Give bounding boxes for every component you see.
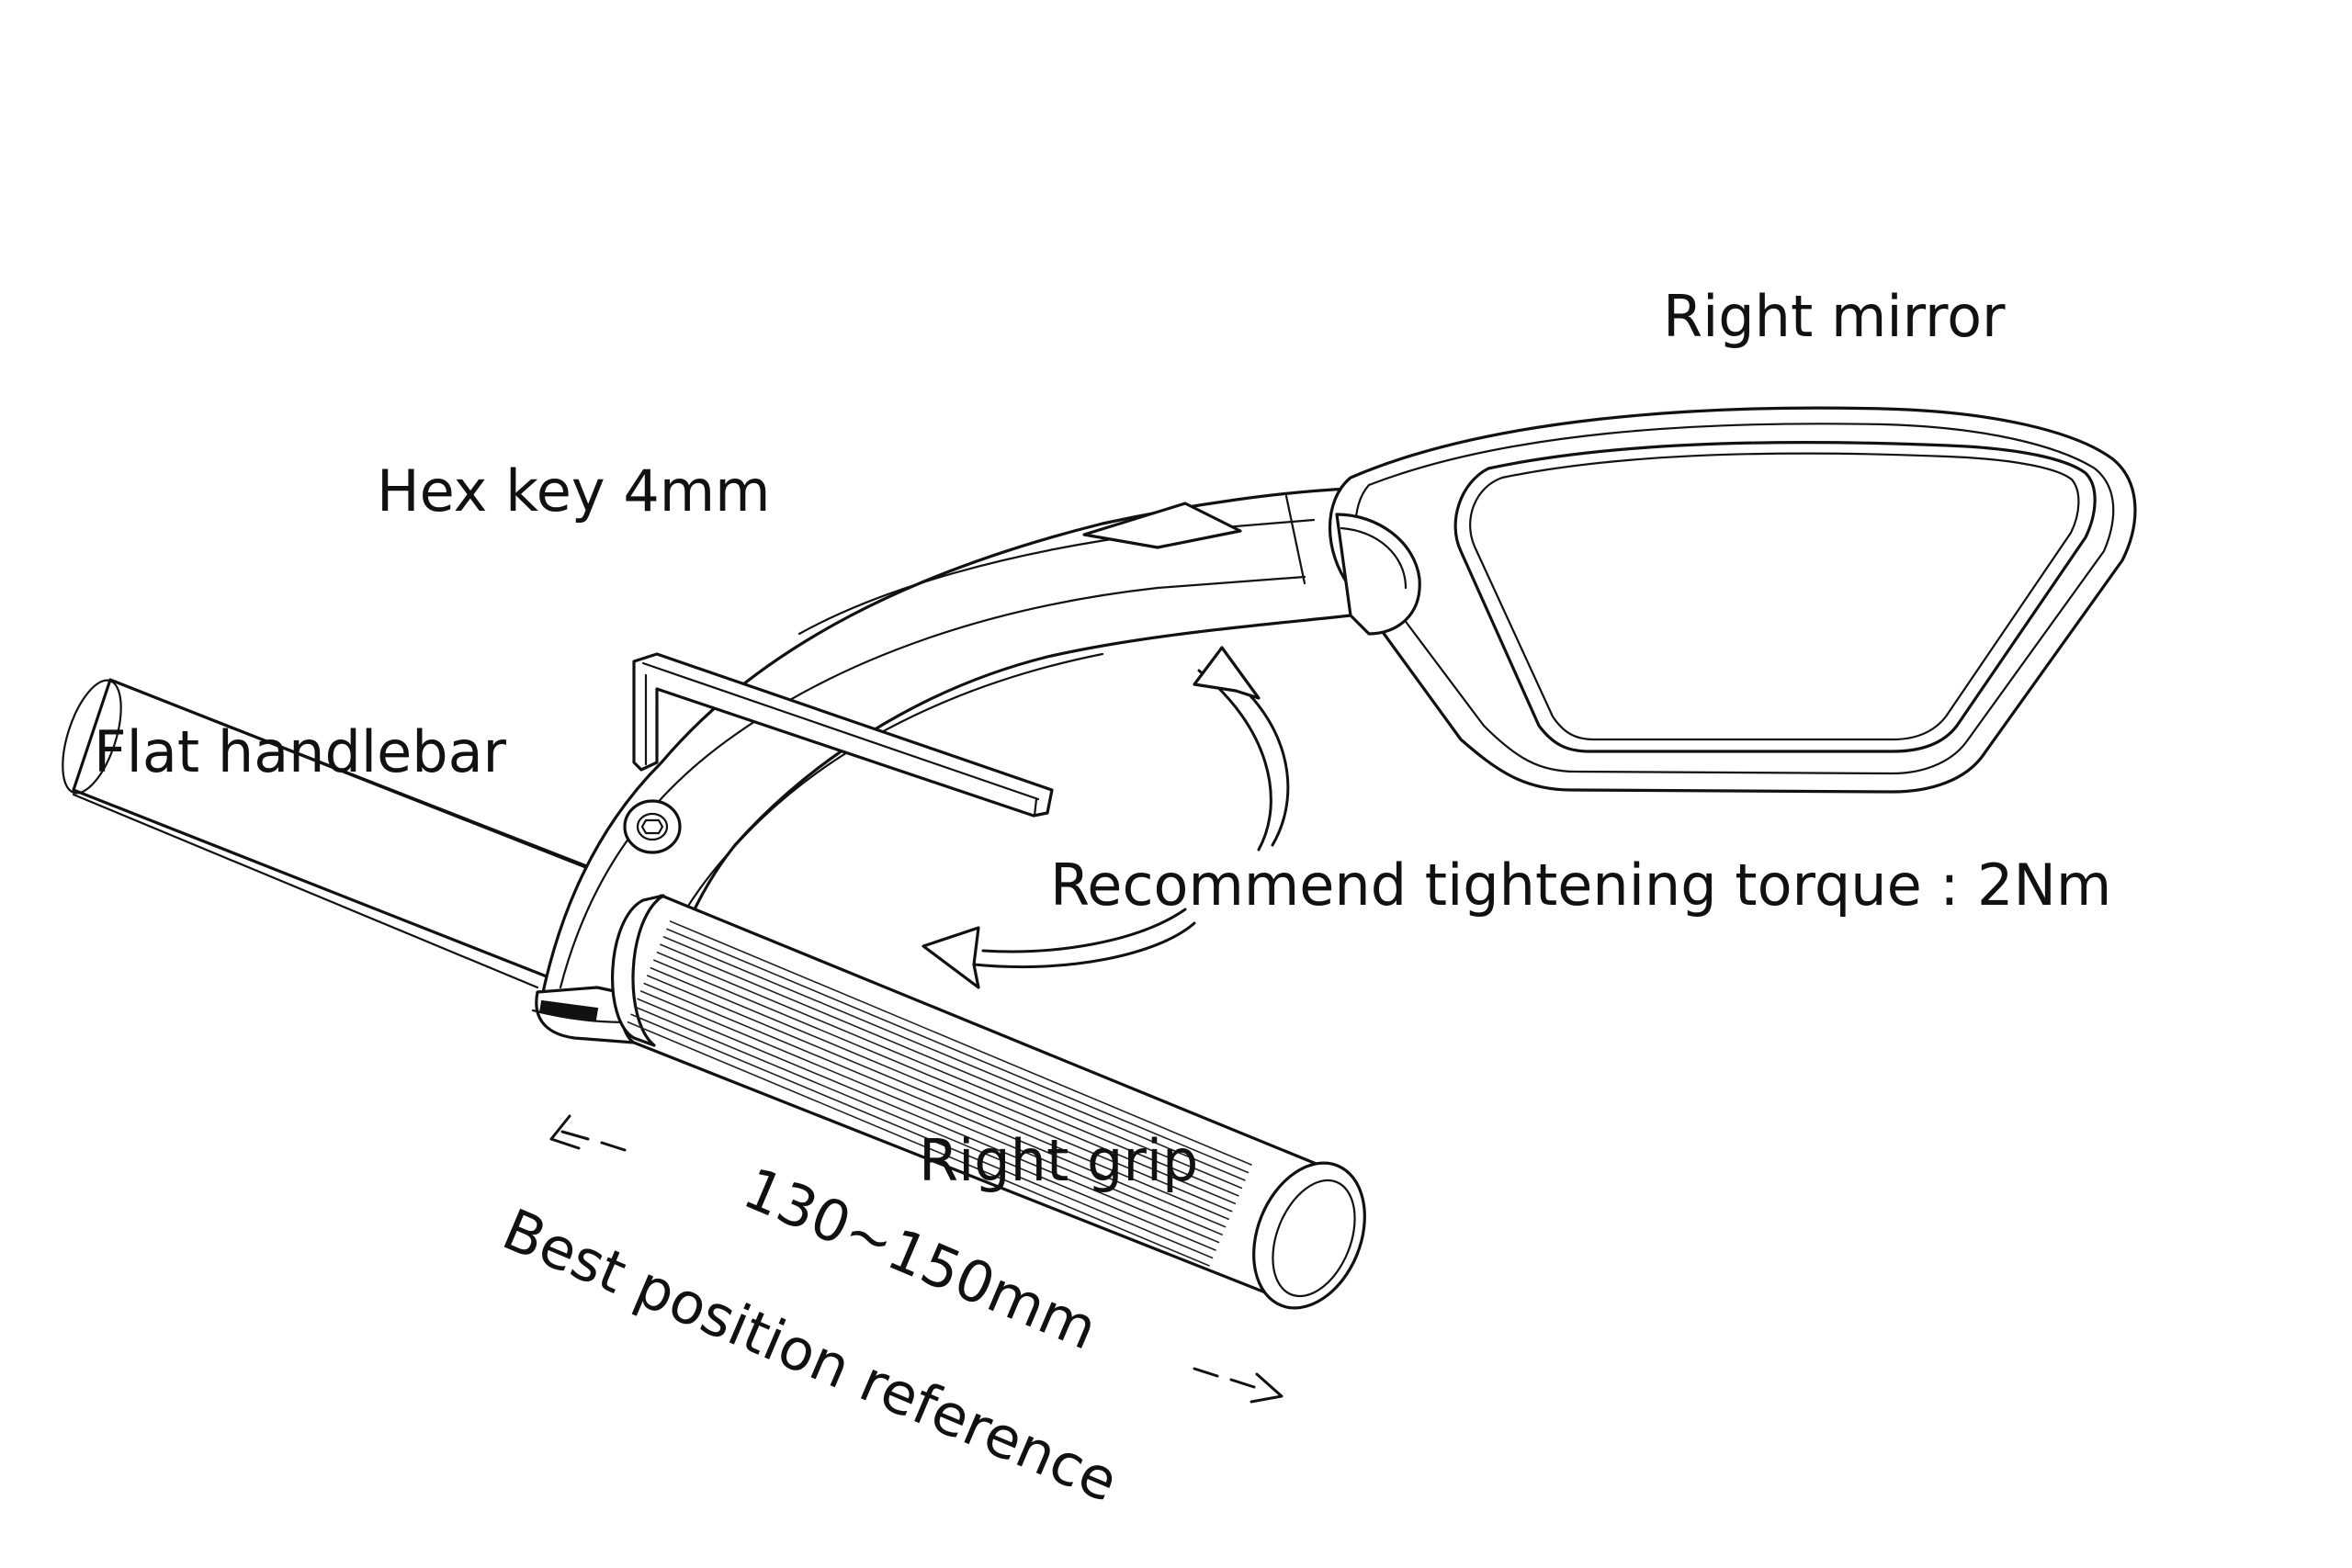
grip-ridge-line — [633, 1006, 1216, 1251]
right-mirror — [1329, 406, 2137, 794]
grip-ridge-line — [650, 966, 1233, 1213]
curved-rotation-arrow-icon — [922, 646, 1290, 989]
grip-ridge-line — [627, 1021, 1210, 1267]
grip-ridge-line — [656, 952, 1239, 1197]
grip-ridge-line — [653, 959, 1237, 1205]
hex-key-label: Hex key 4mm — [377, 457, 771, 525]
grip-ridge-line — [669, 920, 1252, 1166]
right-mirror-label: Right mirror — [1663, 283, 2006, 350]
grip-ridge-line — [639, 990, 1223, 1235]
torque-label: Recommend tightening torque : 2Nm — [1050, 852, 2111, 919]
hex-key — [632, 652, 1054, 818]
flat-handlebar — [62, 678, 594, 989]
grip-ridge-line — [662, 936, 1246, 1181]
grip-ridge-line — [637, 998, 1220, 1244]
grip-ridge-line — [630, 1013, 1214, 1259]
grip-ridge-line — [643, 982, 1227, 1228]
grip-ridge-line — [646, 975, 1229, 1220]
grip-ridge-line — [666, 928, 1250, 1174]
right-grip-label: Right grip — [919, 1127, 1198, 1194]
right-grip — [611, 894, 1366, 1310]
dimension-arrow-left — [549, 1114, 627, 1152]
dimension-arrow-right — [1193, 1367, 1283, 1404]
grip-ridge-line — [660, 943, 1243, 1190]
flat-handlebar-label: Flat handlebar — [94, 718, 507, 785]
